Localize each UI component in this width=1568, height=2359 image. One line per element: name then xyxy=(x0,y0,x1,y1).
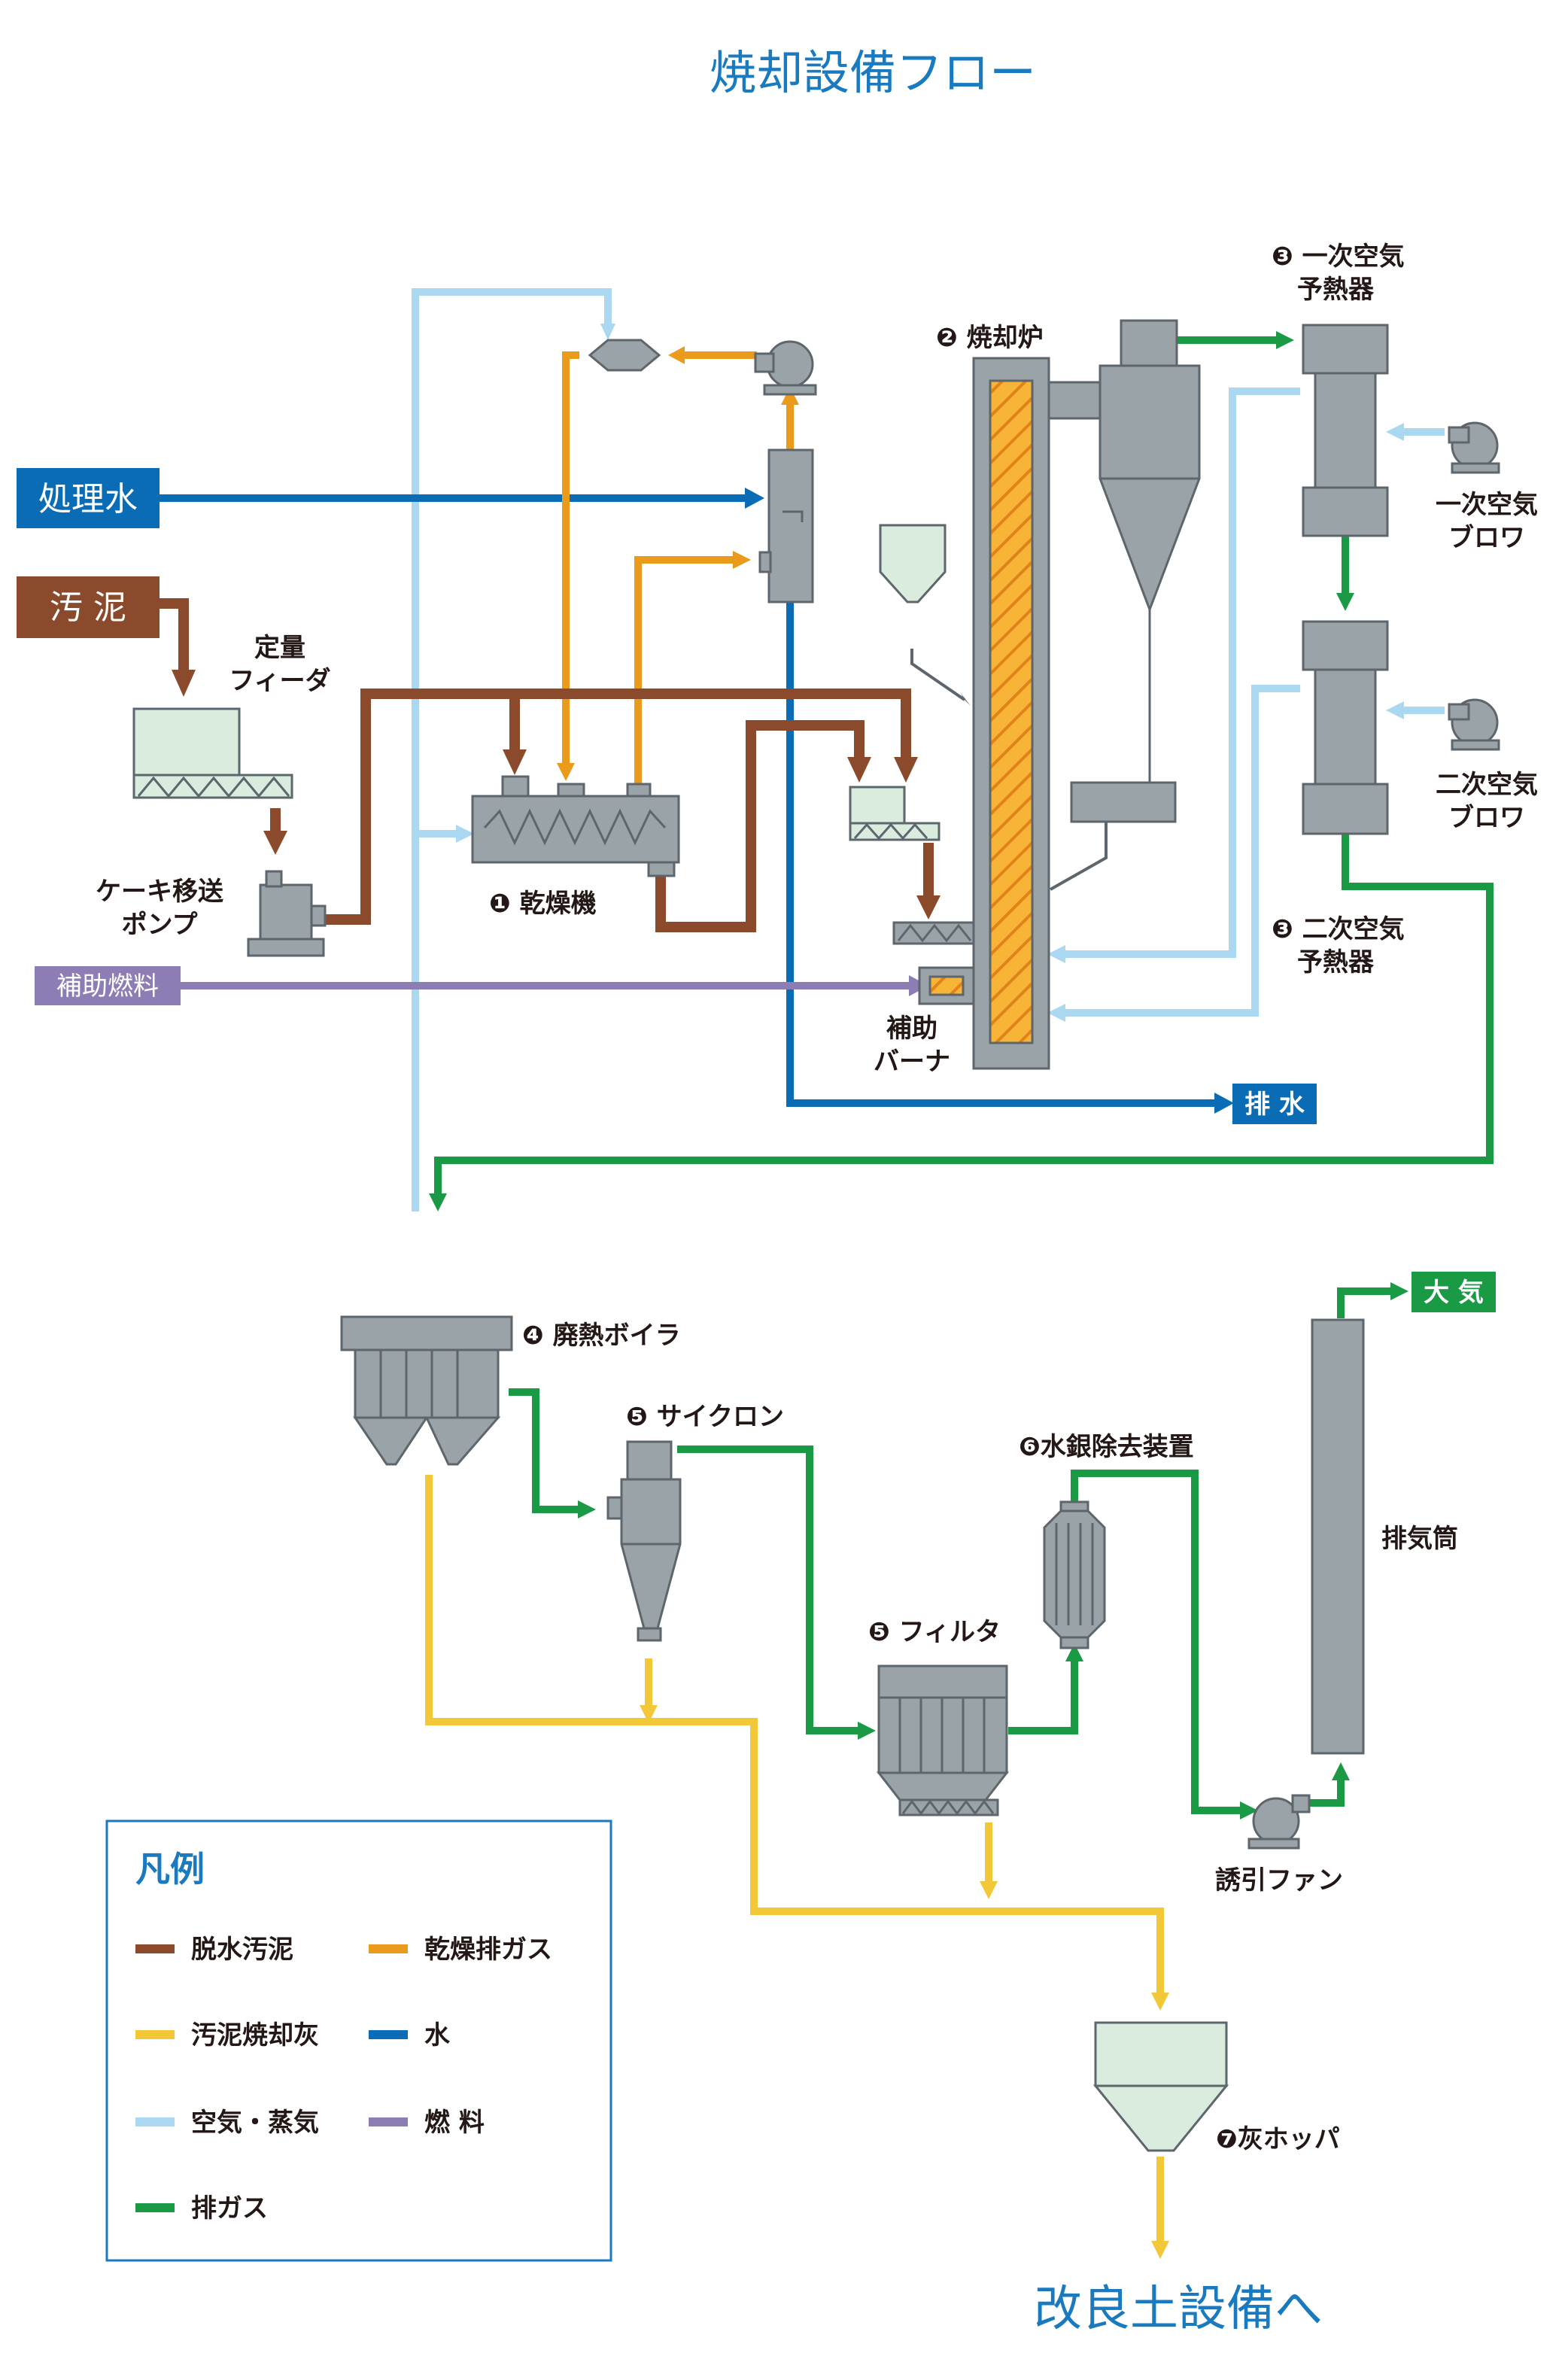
mercury-removal-label: ❻水銀除去装置 xyxy=(1019,1432,1194,1462)
scrubber-column xyxy=(767,448,814,603)
boiler-body xyxy=(354,1348,500,1419)
secondary-blower-label-2: ブロワ xyxy=(1448,803,1525,833)
secondary-preheater-top xyxy=(1302,620,1389,671)
filter-label: ❺ フィルタ xyxy=(868,1617,1001,1647)
exhaust-cyclone-to-filter xyxy=(677,1445,859,1734)
boiler-label: ❹ 廃熱ボイラ xyxy=(522,1321,681,1351)
ash-hopper-cone xyxy=(1092,2084,1229,2152)
sludge-in-line xyxy=(160,598,189,670)
legend-label-fuel: 燃 料 xyxy=(424,2108,485,2138)
footer-destination: 改良土設備へ xyxy=(1034,2281,1323,2337)
exhaust-mercury-to-fan xyxy=(1071,1470,1241,1814)
incinerator-label: ❷ 焼却炉 xyxy=(936,323,1044,353)
primary-preheater-mid xyxy=(1314,372,1377,489)
incinerator-core xyxy=(989,379,1034,1044)
mercury-removal-body xyxy=(1043,1509,1106,1639)
lower-cyclone-body xyxy=(620,1478,682,1630)
primary-preheater-label-1: ❸ 一次空気 xyxy=(1272,242,1405,272)
lower-equipment xyxy=(340,1315,1365,2152)
lower-cyclone-top xyxy=(626,1440,673,1481)
sludge-input-label: 汚 泥 xyxy=(50,588,126,627)
exhaust-fan-to-stack xyxy=(1305,1779,1345,1807)
aux-fuel-box xyxy=(35,966,181,1005)
legend-frame xyxy=(105,1819,612,2262)
aux-burner-label-1: 補助 xyxy=(886,1014,937,1044)
secondary-preheater-mid xyxy=(1314,668,1377,786)
legend-label-air: 空気・蒸気 xyxy=(191,2108,319,2138)
secondary-blower-label-1: 二次空気 xyxy=(1436,770,1538,800)
primary-preheater-label-2: 予熱器 xyxy=(1297,275,1375,305)
id-fan-label: 誘引ファン xyxy=(1215,1865,1343,1895)
ash-main-line xyxy=(425,1475,1164,1994)
ash-hopper-top xyxy=(1094,2021,1228,2087)
cake-pump-body xyxy=(259,883,313,941)
ash-chute-hopper xyxy=(879,524,947,603)
exhaust-boiler-to-cyclone xyxy=(509,1388,579,1513)
sludge-input-box xyxy=(17,576,160,638)
boiler-top xyxy=(340,1315,513,1351)
filter-top xyxy=(877,1664,1008,1699)
air-line-main xyxy=(412,288,612,1211)
ash-chute-line xyxy=(910,649,966,701)
dryer-gas-down xyxy=(562,351,579,766)
dried-sludge-line xyxy=(655,720,865,932)
atmosphere-box xyxy=(1412,1272,1496,1312)
drain-label: 排 水 xyxy=(1244,1090,1305,1120)
ash-hopper-label: ❼灰ホッパ xyxy=(1216,2124,1340,2154)
aux-fuel-label: 補助燃料 xyxy=(56,971,159,1002)
stack xyxy=(1311,1318,1365,1755)
feeder-label-1: 定量 xyxy=(254,633,305,663)
drain-line xyxy=(786,602,1214,1107)
primary-blower-label-2: ブロワ xyxy=(1448,523,1525,553)
lower-arrowheads xyxy=(578,1282,1408,2259)
exhaust-filter-to-mercury xyxy=(1008,1660,1078,1734)
lower-flow-lines xyxy=(425,1287,1392,2242)
drain-box xyxy=(1232,1084,1317,1124)
exhaust-stack-to-atmosphere xyxy=(1337,1287,1392,1318)
legend-title: 凡例 xyxy=(135,1849,205,1889)
cake-pump-label-2: ポンプ xyxy=(122,910,198,940)
treated-water-box xyxy=(17,468,160,528)
primary-preheater-top xyxy=(1302,324,1389,375)
cyclone-return-line xyxy=(1050,820,1108,891)
dried-sludge-hopper xyxy=(849,786,906,825)
legend-label-water: 水 xyxy=(424,2020,451,2050)
upper-cyclone-top xyxy=(1120,319,1178,367)
secondary-preheater-bottom xyxy=(1302,783,1389,835)
legend-label-sludge: 脱水汚泥 xyxy=(191,1935,293,1965)
feeder-label-2: フィーダ xyxy=(229,666,330,696)
deodorizer xyxy=(588,339,661,372)
aux-burner-label-2: バーナ xyxy=(874,1047,950,1077)
upper-cyclone-body xyxy=(1099,364,1201,613)
legend-label-dryer-gas: 乾燥排ガス xyxy=(424,1935,552,1965)
treated-water-label: 処理水 xyxy=(38,480,138,518)
upper-flow-lines xyxy=(160,288,1494,1211)
upper-arrowheads xyxy=(172,324,1404,1211)
secondary-preheater-label-2: 予熱器 xyxy=(1297,947,1375,977)
upper-cyclone-collector xyxy=(1070,781,1177,823)
air-line-secondary xyxy=(1064,685,1300,1017)
exhaust-to-boiler xyxy=(434,834,1494,1196)
primary-blower-label-1: 一次空気 xyxy=(1436,490,1538,520)
dryer-label: ❶ 乾燥機 xyxy=(489,889,597,919)
secondary-preheater-label-1: ❸ 二次空気 xyxy=(1272,914,1405,944)
air-line-primary xyxy=(1064,388,1300,958)
page-title: 焼却設備フロー xyxy=(710,45,1036,100)
legend-label-exhaust: 排ガス xyxy=(191,2193,268,2224)
pump-to-dryer-line xyxy=(325,689,911,925)
cake-pump-base xyxy=(247,938,325,957)
stack-label: 排気筒 xyxy=(1381,1524,1458,1554)
dryer-body xyxy=(471,795,680,864)
primary-preheater-bottom xyxy=(1302,486,1389,537)
dryer-gas-to-scrubber xyxy=(634,556,734,793)
legend: 凡例 脱水汚泥 乾燥排ガス 汚泥焼却灰 水 空気・蒸気 燃 料 排ガス xyxy=(105,1819,612,2262)
cyclone-label: ❺ サイクロン xyxy=(626,1402,784,1432)
legend-label-ash: 汚泥焼却灰 xyxy=(191,2020,319,2050)
lower-labels: ❹ 廃熱ボイラ ❺ サイクロン ❻水銀除去装置 ❺ フィルタ 排気筒 誘引ファン… xyxy=(522,1321,1458,2154)
upper-labels: 定量 フィーダ ケーキ移送 ポンプ ❶ 乾燥機 ❷ 焼却炉 ❸ 一次空気 予熱器… xyxy=(96,242,1538,1077)
upper-equipment xyxy=(132,319,1500,1070)
atmosphere-label: 大 気 xyxy=(1424,1278,1484,1308)
cake-pump-label-1: ケーキ移送 xyxy=(96,877,223,907)
